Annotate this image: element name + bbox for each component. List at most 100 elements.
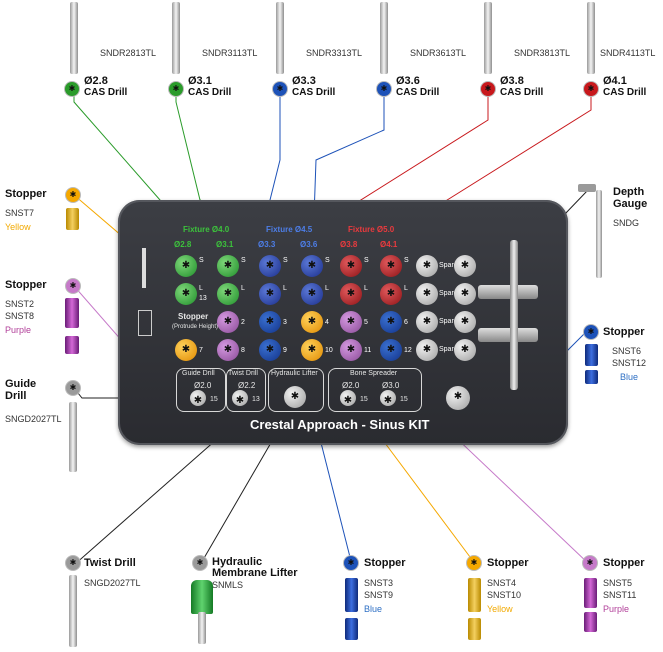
guide-pin xyxy=(142,248,146,288)
guide-drill-box-length: 15 xyxy=(210,396,218,403)
stopper-number: 7 xyxy=(199,347,203,354)
bone-spreader-length-1: 15 xyxy=(360,396,368,403)
yellow-dot-icon xyxy=(66,188,80,202)
slot-hole xyxy=(217,255,239,277)
stopper-image-long xyxy=(65,298,79,328)
sinus-kit-tray: Fixture Ø4.0 Fixture Ø4.5 Fixture Ø5.0 Ø… xyxy=(118,200,568,445)
guide-drill-box-label: Guide Drill xyxy=(182,370,215,377)
stopper-hole-purple xyxy=(217,311,239,333)
drill-name: CAS Drill xyxy=(396,87,440,98)
green-dot-icon xyxy=(65,82,79,96)
stopper-image xyxy=(585,344,598,366)
stopper-code-2: SNST10 xyxy=(487,590,522,600)
row-letter: S xyxy=(325,257,330,264)
stopper-image-short xyxy=(345,618,358,640)
row-letter: S xyxy=(404,257,409,264)
stopper-hole-purple xyxy=(217,339,239,361)
depth-gauge-holder xyxy=(478,328,538,342)
stopper-code: SNST7 xyxy=(5,208,35,218)
blue-dot-icon xyxy=(273,82,287,96)
spare-hole xyxy=(454,311,476,333)
hydraulic-lifter-box-label: Hydraulic Lifter xyxy=(271,370,318,377)
row-letter: L xyxy=(241,285,245,292)
stopper-row-label: Stopper xyxy=(178,312,209,321)
bone-spreader-hole xyxy=(340,390,356,412)
kit-title: Crestal Approach - Sinus KIT xyxy=(250,417,430,432)
drill-name: CAS Drill xyxy=(292,87,336,98)
hydraulic-title-1: Hydraulic xyxy=(212,556,263,568)
stopper-code-2: SNST12 xyxy=(612,358,647,368)
stopper-image-short xyxy=(585,370,598,384)
row-letter: S xyxy=(199,257,204,264)
bone-spreader-box xyxy=(328,368,422,412)
kit-size-label: Ø2.8 xyxy=(174,240,192,249)
stopper-image xyxy=(584,578,597,608)
stopper-code-1: SNST2 xyxy=(5,299,35,309)
guide-drill-code: SNGD2027TL xyxy=(5,414,62,424)
spare-hole xyxy=(416,311,438,333)
row-letter: L xyxy=(325,285,329,292)
color-word: Purple xyxy=(603,604,630,614)
drill-size: Ø3.8 xyxy=(500,75,524,87)
stopper-hole-blue xyxy=(259,339,281,361)
slot-hole xyxy=(259,283,281,305)
drill-code: SNDR3113TL xyxy=(202,48,258,58)
stopper-hole-blue xyxy=(259,311,281,333)
blue-dot-icon xyxy=(377,82,391,96)
drill-size: Ø3.3 xyxy=(292,75,316,87)
depth-gauge-image xyxy=(596,190,602,278)
drill-code: SNDR3613TL xyxy=(410,48,467,58)
stopper-number: 8 xyxy=(241,347,245,354)
hydraulic-title-2: Membrane Lifter xyxy=(212,567,298,579)
stopper-image-short xyxy=(65,336,79,354)
guide-drill-box-size: Ø2.0 xyxy=(194,381,212,390)
drill-image xyxy=(276,2,284,74)
stopper-hole-yellow xyxy=(301,311,323,333)
stopper-code-1: SNST5 xyxy=(603,578,633,588)
yellow-dot-icon xyxy=(467,556,481,570)
kit-size-label: Ø3.6 xyxy=(300,240,318,249)
color-word: Purple xyxy=(5,325,32,335)
spare-label: Spare xyxy=(439,262,458,269)
drill-size: Ø3.6 xyxy=(396,75,420,87)
row-letter: S xyxy=(364,257,369,264)
slot-hole xyxy=(301,255,323,277)
row-letter: S xyxy=(283,257,288,264)
stopper-number: 4 xyxy=(325,319,329,326)
spare-hole xyxy=(454,283,476,305)
twist-drill-code: SNGD2027TL xyxy=(84,578,141,588)
kit-size-label: Ø3.8 xyxy=(340,240,358,249)
twist-drill-title: Twist Drill xyxy=(84,557,136,569)
guide-drill-hole xyxy=(190,390,206,412)
spare-hole xyxy=(454,255,476,277)
blue-dot-icon xyxy=(344,556,358,570)
stopper-code-2: SNST11 xyxy=(603,590,637,600)
stopper-hole-blue xyxy=(380,339,402,361)
drill-name: CAS Drill xyxy=(500,87,544,98)
drill-size: Ø3.1 xyxy=(188,75,212,87)
bone-spreader-size-2: Ø3.0 xyxy=(382,381,400,390)
stopper-number: 9 xyxy=(283,347,287,354)
spare-hole xyxy=(454,339,476,361)
color-word: Blue xyxy=(620,372,639,382)
kit-size-label: Ø3.1 xyxy=(216,240,234,249)
guide-drill-title-2: Drill xyxy=(5,390,27,402)
stopper-code-2: SNST9 xyxy=(364,590,394,600)
stopper-number: 5 xyxy=(364,319,368,326)
stopper-code-1: SNST3 xyxy=(364,578,394,588)
stopper-number: 12 xyxy=(404,347,412,354)
slot-hole xyxy=(380,255,402,277)
stopper-title: Stopper xyxy=(603,326,645,338)
depth-gauge-in-tray xyxy=(510,240,518,390)
fixture-label-blue: Fixture Ø4.5 xyxy=(266,225,313,234)
slot-hole xyxy=(217,283,239,305)
fixture-label-red: Fixture Ø5.0 xyxy=(348,225,395,234)
stopper-gauge-icon xyxy=(138,310,152,336)
red-dot-icon xyxy=(481,82,495,96)
hydraulic-code: SNMLS xyxy=(212,580,244,590)
stopper-hole-purple xyxy=(340,311,362,333)
hydraulic-lifter-box xyxy=(268,368,324,412)
stopper-image xyxy=(468,578,481,612)
stopper-number: 2 xyxy=(241,319,245,326)
gray-dot-icon xyxy=(193,556,207,570)
